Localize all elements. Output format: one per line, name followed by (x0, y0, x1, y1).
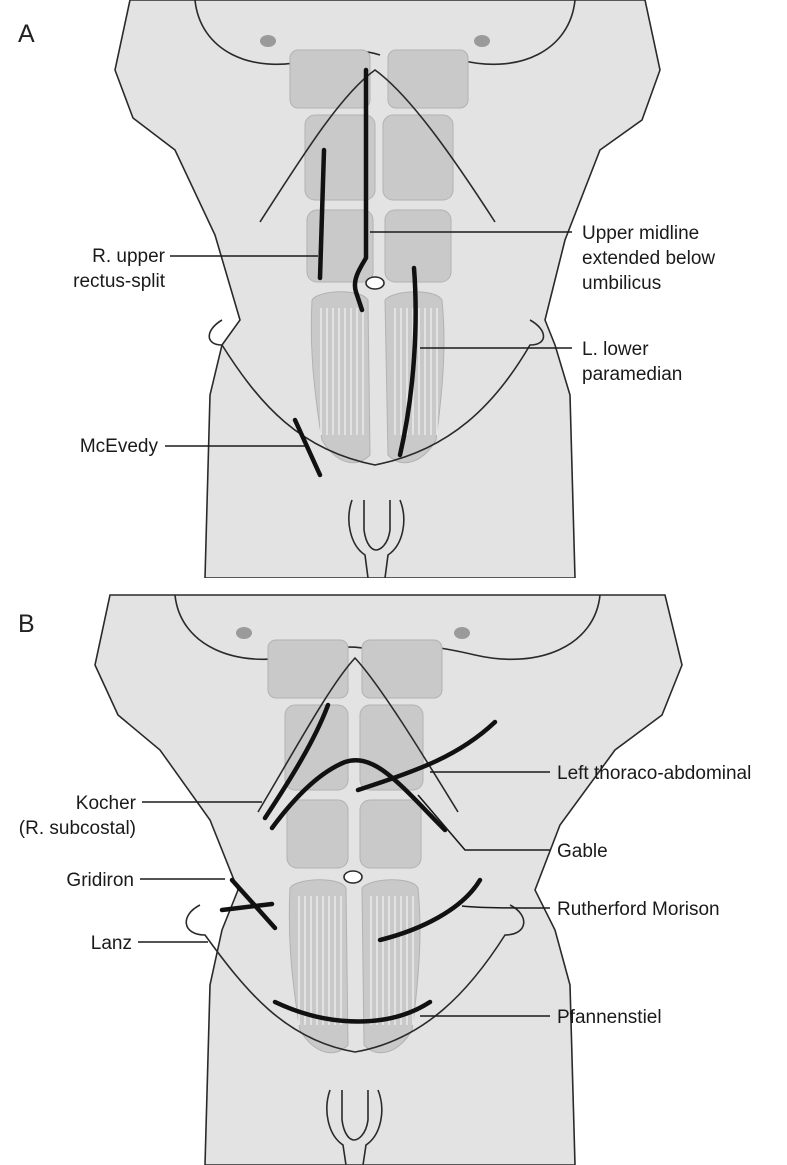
label-left-thoraco: Left thoraco-abdominal (557, 763, 751, 784)
left-nipple (474, 35, 490, 47)
label-pfannenstiel: Pfannenstiel (557, 1007, 662, 1028)
leader-gable (417, 794, 550, 851)
torso-diagram-a: R. upper rectus-split Upper midline exte… (73, 0, 715, 578)
right-nipple-b (236, 627, 252, 639)
gable-incision (269, 758, 448, 833)
label-lanz: Lanz (91, 933, 132, 954)
lanz-incision (219, 901, 275, 913)
muscle-hatch (320, 308, 364, 435)
label-l-lower-1: L. lower (582, 339, 649, 360)
left-nipple-b (454, 627, 470, 639)
left-thoraco-abdominal-incision (355, 719, 498, 793)
right-nipple (260, 35, 276, 47)
label-upper-midline-2: extended below (582, 248, 715, 269)
label-r-upper-1: R. upper (92, 246, 166, 267)
torso-diagram-b: Left thoraco-abdominal Kocher (R. subcos… (19, 594, 751, 1165)
label-l-lower-2: paramedian (582, 364, 682, 385)
label-kocher-1: Kocher (76, 793, 137, 814)
label-rutherford: Rutherford Morison (557, 899, 720, 920)
r-upper-rectus-split-incision (317, 147, 327, 281)
rectus-muscle-blocks-a (289, 49, 469, 464)
upper-midline-incision (352, 67, 369, 313)
rutherford-morison-incision (377, 877, 483, 943)
torso-a (114, 0, 661, 578)
panel-b-letter: B (18, 610, 35, 638)
label-gridiron: Gridiron (66, 870, 134, 891)
panel-b: B (0, 590, 787, 1165)
umbilicus-b (343, 870, 363, 884)
mcevedy-incision (292, 417, 323, 478)
kocher-incision (262, 702, 331, 821)
label-mcevedy: McEvedy (80, 436, 159, 457)
panel-a: A (0, 0, 787, 578)
torso-b (94, 594, 683, 1165)
muscle-hatch (394, 308, 438, 435)
label-upper-midline-1: Upper midline (582, 223, 699, 244)
label-gable: Gable (557, 841, 608, 862)
panel-a-letter: A (18, 20, 35, 48)
label-r-upper-2: rectus-split (73, 271, 166, 292)
leader-rutherford (461, 905, 551, 909)
label-kocher-2: (R. subcostal) (19, 818, 136, 839)
pfannenstiel-incision (272, 999, 433, 1024)
umbilicus (365, 276, 385, 290)
muscle-hatch (370, 896, 414, 1025)
l-lower-paramedian-incision (397, 265, 418, 458)
muscle-hatch (298, 896, 342, 1025)
label-upper-midline-3: umbilicus (582, 273, 661, 294)
